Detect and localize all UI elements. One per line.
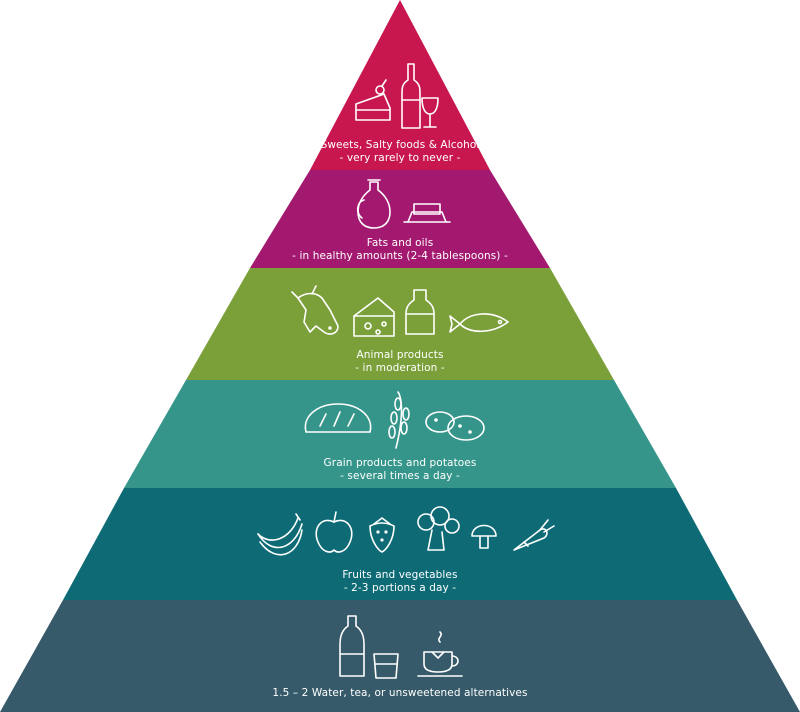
tier-grain-label: Grain products and potatoes - several ti… (0, 457, 800, 483)
potatoes-icon (425, 411, 485, 441)
fish-icon (449, 313, 509, 333)
milk-bottle-icon (405, 289, 435, 335)
tier-animal-band (186, 268, 614, 380)
broccoli-icon (417, 506, 460, 551)
strawberry-icon (369, 517, 395, 553)
tier-sweets-frequency: - very rarely to never - (339, 152, 461, 164)
tier-sweets-label: Sweets, Salty foods & Alcohol - very rar… (0, 139, 800, 165)
tier-fruits-name: Fruits and vegetables (342, 569, 458, 581)
tier-water-label: 1.5 – 2 Water, tea, or unsweetened alter… (0, 687, 800, 700)
tier-fats-name: Fats and oils (366, 237, 434, 249)
tier-water-band (0, 600, 800, 712)
banana-icon (257, 513, 303, 556)
oil-jug-icon (356, 179, 391, 229)
tier-animal-frequency: - in moderation - (355, 362, 445, 374)
tier-fats-frequency: - in healthy amounts (2-4 tablespoons) - (292, 250, 508, 262)
cake-slice-icon (355, 79, 391, 121)
cheese-icon (353, 297, 395, 337)
tier-animal-name: Animal products (356, 349, 444, 361)
tier-grain-name: Grain products and potatoes (323, 457, 477, 469)
tier-fats-band (250, 170, 550, 268)
wine-bottle-icon (401, 63, 421, 129)
apple-icon (315, 511, 353, 553)
tier-fruits-band (63, 488, 737, 600)
mushroom-icon (471, 524, 497, 549)
carrot-icon (513, 519, 555, 551)
bread-icon (304, 403, 372, 433)
wheat-icon (388, 391, 410, 449)
water-glass-icon (373, 653, 399, 679)
tier-fruits-label: Fruits and vegetables - 2-3 portions a d… (0, 569, 800, 595)
tier-sweets-band (310, 0, 490, 170)
butter-dish-icon (403, 203, 451, 223)
tier-fats-label: Fats and oils - in healthy amounts (2-4 … (0, 237, 800, 263)
wine-glass-icon (421, 97, 439, 128)
tier-sweets-name: Sweets, Salty foods & Alcohol (320, 139, 480, 151)
tier-grain-band (124, 380, 676, 488)
cow-icon (291, 285, 339, 335)
water-bottle-icon (339, 615, 365, 677)
tier-animal-label: Animal products - in moderation - (0, 349, 800, 375)
tier-fruits-frequency: - 2-3 portions a day - (343, 582, 457, 594)
tier-grain-frequency: - several times a day - (340, 470, 460, 482)
tier-water-name: 1.5 – 2 Water, tea, or unsweetened alter… (272, 687, 528, 699)
tea-cup-icon (417, 631, 463, 677)
